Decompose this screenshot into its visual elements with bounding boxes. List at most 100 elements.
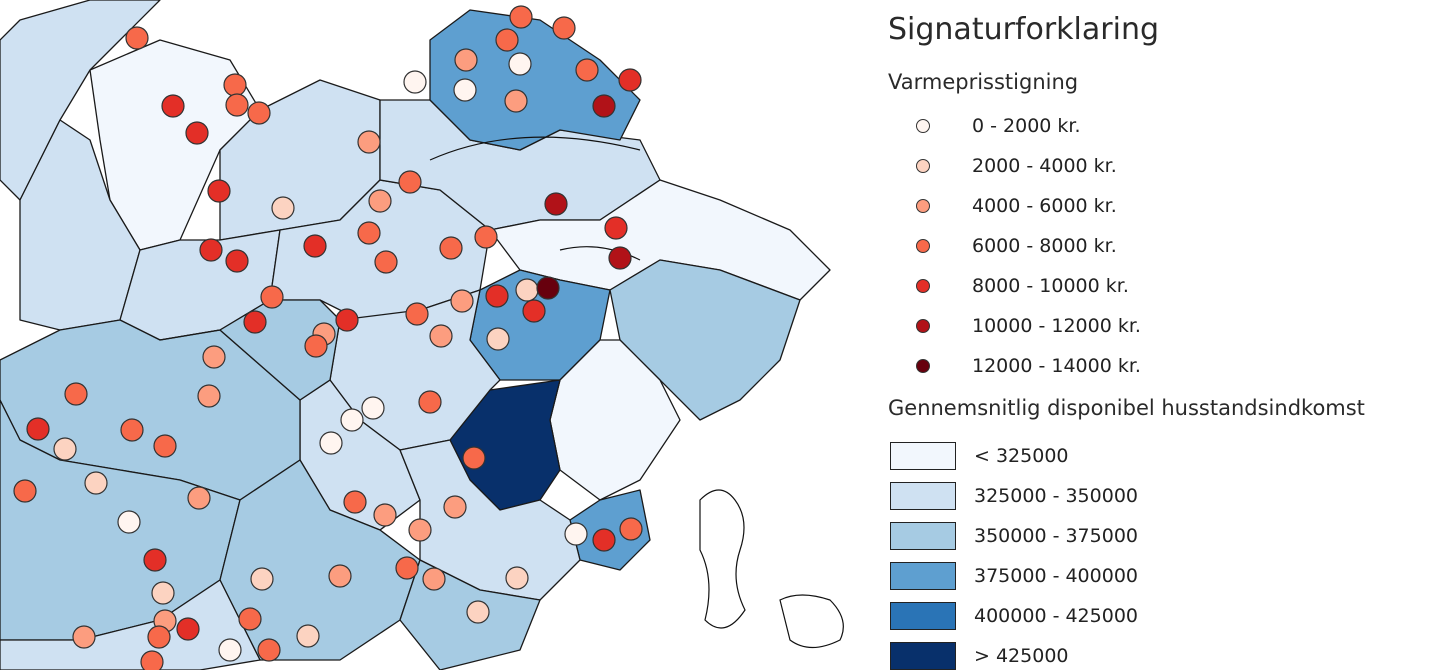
price-point — [504, 89, 528, 113]
legend-price-label: 4000 - 6000 kr. — [972, 195, 1117, 217]
legend-income-label: < 325000 — [974, 445, 1069, 467]
price-point — [250, 567, 274, 591]
municipality-region — [89, 39, 261, 251]
legend-title: Signaturforklaring — [888, 12, 1159, 47]
legend-price-item: 8000 - 10000 kr. — [880, 270, 1129, 302]
legend-price-item: 6000 - 8000 kr. — [880, 230, 1117, 262]
coast-inlet — [559, 246, 641, 261]
legend-price-item: 12000 - 14000 kr. — [880, 350, 1141, 382]
price-point — [223, 73, 247, 97]
legend-income-label: 325000 - 350000 — [974, 485, 1138, 507]
price-point — [405, 302, 429, 326]
price-point — [608, 246, 632, 270]
price-point — [120, 418, 144, 442]
legend-swatch — [890, 642, 956, 670]
legend-price-label: 10000 - 12000 kr. — [972, 315, 1141, 337]
price-point — [147, 625, 171, 649]
price-point — [161, 94, 185, 118]
price-point — [552, 16, 576, 40]
price-point — [592, 528, 616, 552]
legend-dot — [916, 359, 930, 373]
price-point — [225, 93, 249, 117]
price-point — [72, 625, 96, 649]
price-point — [408, 518, 432, 542]
price-point — [260, 285, 284, 309]
legend-income-label: > 425000 — [974, 645, 1069, 667]
price-point — [26, 417, 50, 441]
price-point — [243, 310, 267, 334]
price-point — [373, 503, 397, 527]
price-point — [328, 564, 352, 588]
price-point — [466, 600, 490, 624]
price-point — [335, 308, 359, 332]
price-point — [197, 384, 221, 408]
legend-income-item: 325000 - 350000 — [880, 480, 1138, 512]
legend-swatch — [890, 482, 956, 510]
price-point — [238, 607, 262, 631]
price-point — [505, 566, 529, 590]
price-point — [368, 189, 392, 213]
legend-income-item: 400000 - 425000 — [880, 600, 1138, 632]
price-point — [395, 556, 419, 580]
legend-dot — [916, 279, 930, 293]
price-point — [515, 278, 539, 302]
legend-income-item: > 425000 — [880, 640, 1069, 672]
legend-swatch — [890, 442, 956, 470]
price-point — [225, 249, 249, 273]
legend-dot — [916, 319, 930, 333]
price-point — [398, 170, 422, 194]
price-point — [53, 437, 77, 461]
legend-price-label: 2000 - 4000 kr. — [972, 155, 1117, 177]
legend-swatch — [890, 522, 956, 550]
legend-dot — [916, 239, 930, 253]
price-point — [374, 250, 398, 274]
coast-inlet — [429, 136, 641, 161]
price-point — [509, 5, 533, 29]
price-point — [202, 345, 226, 369]
price-point — [361, 396, 385, 420]
price-point — [450, 289, 474, 313]
price-point — [619, 517, 643, 541]
price-point — [454, 48, 478, 72]
price-point — [247, 101, 271, 125]
legend-dot — [916, 199, 930, 213]
legend-income-item: < 325000 — [880, 440, 1069, 472]
price-point — [429, 324, 453, 348]
legend-price-label: 8000 - 10000 kr. — [972, 275, 1129, 297]
price-point — [495, 28, 519, 52]
price-point — [13, 479, 37, 503]
legend-price-label: 6000 - 8000 kr. — [972, 235, 1117, 257]
price-point — [271, 196, 295, 220]
price-point — [575, 58, 599, 82]
legend-price-heading: Varmeprisstigning — [888, 70, 1079, 94]
price-point — [185, 121, 209, 145]
price-point — [486, 327, 510, 351]
legend-income-label: 400000 - 425000 — [974, 605, 1138, 627]
price-point — [357, 221, 381, 245]
legend-price-item: 4000 - 6000 kr. — [880, 190, 1117, 222]
price-point — [319, 431, 343, 455]
legend-income-item: 375000 - 400000 — [880, 560, 1138, 592]
price-point — [544, 192, 568, 216]
price-point — [439, 236, 463, 260]
legend-dot — [916, 159, 930, 173]
legend-price-item: 2000 - 4000 kr. — [880, 150, 1117, 182]
legend-price-item: 0 - 2000 kr. — [880, 110, 1081, 142]
price-point — [592, 94, 616, 118]
coastline-islands — [429, 136, 844, 649]
price-point — [143, 548, 167, 572]
price-point — [403, 70, 427, 94]
price-point — [522, 299, 546, 323]
price-point — [84, 471, 108, 495]
price-point — [474, 225, 498, 249]
legend-swatch — [890, 602, 956, 630]
price-point — [485, 284, 509, 308]
price-point — [140, 650, 164, 670]
region-polygons — [0, 0, 831, 670]
price-point — [462, 446, 486, 470]
price-point — [564, 522, 588, 546]
price-point — [508, 52, 532, 76]
price-point — [218, 638, 242, 662]
island-shape — [779, 594, 844, 649]
price-point — [117, 510, 141, 534]
